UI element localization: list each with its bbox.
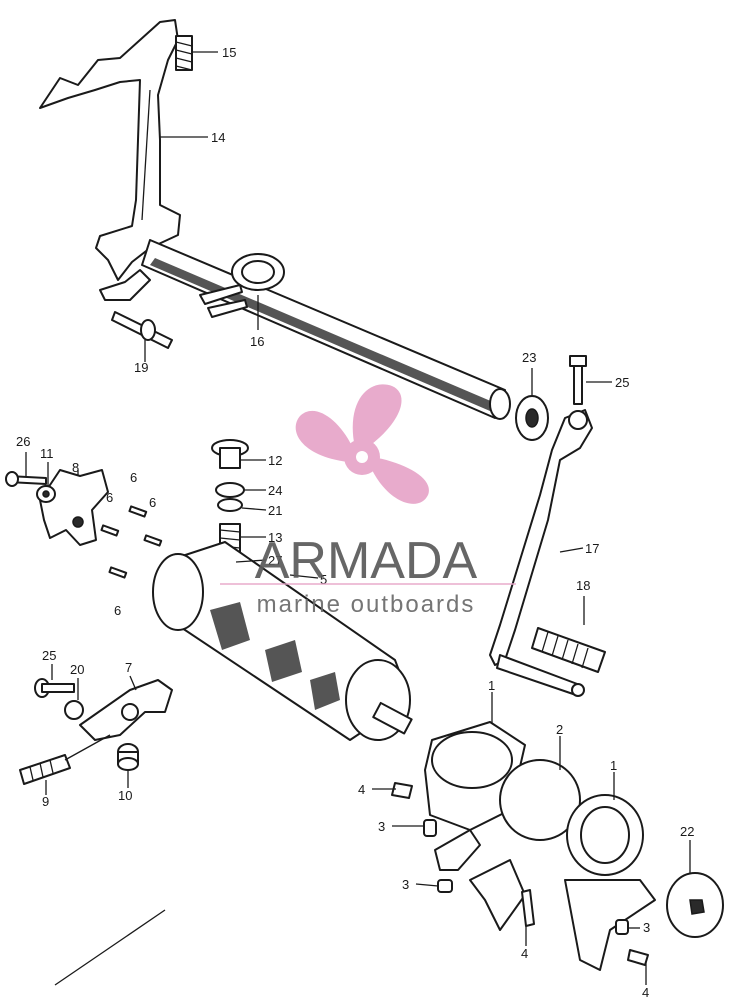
callout-5: 5	[320, 572, 327, 587]
shift-fork-center-part	[469, 759, 581, 931]
callout-14: 14	[211, 130, 225, 145]
pins-3-part	[423, 819, 629, 935]
callout-3-a: 3	[378, 819, 385, 834]
callout-22: 22	[680, 824, 694, 839]
gearshift-spindle-part	[141, 239, 511, 420]
callout-13: 13	[268, 530, 282, 545]
bolt-26-part	[5, 471, 47, 487]
shift-fork-left-part	[424, 721, 526, 871]
leader-lines	[25, 51, 691, 985]
callout-6-a: 6	[130, 470, 137, 485]
callout-20: 20	[70, 662, 84, 677]
callout-4-b: 4	[521, 946, 528, 961]
callout-6-b: 6	[106, 490, 113, 505]
callout-4-c: 4	[642, 985, 649, 1000]
drum-stopper-plate-part	[39, 469, 109, 546]
callout-1-left: 1	[488, 678, 495, 693]
gearshift-arm-part	[39, 19, 181, 301]
washer-20-part	[64, 700, 84, 720]
callout-23: 23	[522, 350, 536, 365]
callout-6-d: 6	[114, 603, 121, 618]
washer-24-part	[215, 482, 245, 498]
callout-labels: 15 14 16 19 23 25 12 24 21 13 27 5 17 18…	[16, 45, 694, 1000]
collar-10-part	[117, 743, 139, 771]
callout-17: 17	[585, 541, 599, 556]
callout-12: 12	[268, 453, 282, 468]
reference-line	[54, 909, 166, 986]
callout-18: 18	[576, 578, 590, 593]
watermark-brand: ARMADA	[255, 532, 478, 590]
pins-6-part	[100, 505, 163, 579]
washer-23-part	[515, 395, 549, 441]
callout-10: 10	[118, 788, 132, 803]
shift-fork-right-part	[564, 794, 656, 971]
pedal-rubber-part	[531, 627, 606, 673]
callout-3-b: 3	[402, 877, 409, 892]
shift-drum-part	[152, 541, 413, 741]
watermark: ARMADA marine outboards	[220, 384, 516, 618]
plug-bolt-12-part	[211, 439, 249, 469]
washer-22-part	[666, 872, 724, 938]
callout-24: 24	[268, 483, 282, 498]
callout-9: 9	[42, 794, 49, 809]
shift-pedal-part	[489, 409, 593, 697]
clips-4-part	[391, 782, 649, 966]
washer-21-part	[217, 498, 243, 512]
bolt-25-top-part	[569, 355, 587, 405]
bolt-19-part	[111, 311, 173, 349]
callout-7: 7	[125, 660, 132, 675]
callout-4-a: 4	[358, 782, 365, 797]
callout-6-c: 6	[149, 495, 156, 510]
washer-11-part	[36, 485, 56, 503]
drum-stopper-arm-part	[79, 679, 173, 741]
callout-16: 16	[250, 334, 264, 349]
callout-3-c: 3	[643, 920, 650, 935]
callout-19: 19	[134, 360, 148, 375]
spring-9-part	[19, 734, 111, 785]
callout-11: 11	[40, 446, 54, 461]
callout-25-top: 25	[615, 375, 629, 390]
callout-25-left: 25	[42, 648, 56, 663]
bolt-25-left-part	[34, 678, 75, 698]
callout-26: 26	[16, 434, 30, 449]
arm-spring-part	[175, 35, 193, 71]
callout-8: 8	[72, 460, 79, 475]
callout-27: 27	[268, 553, 282, 568]
callout-2: 2	[556, 722, 563, 737]
callout-15: 15	[222, 45, 236, 60]
propeller-icon	[295, 384, 429, 504]
callout-1-right: 1	[610, 758, 617, 773]
callout-21: 21	[268, 503, 282, 518]
watermark-tagline: marine outboards	[257, 591, 476, 618]
